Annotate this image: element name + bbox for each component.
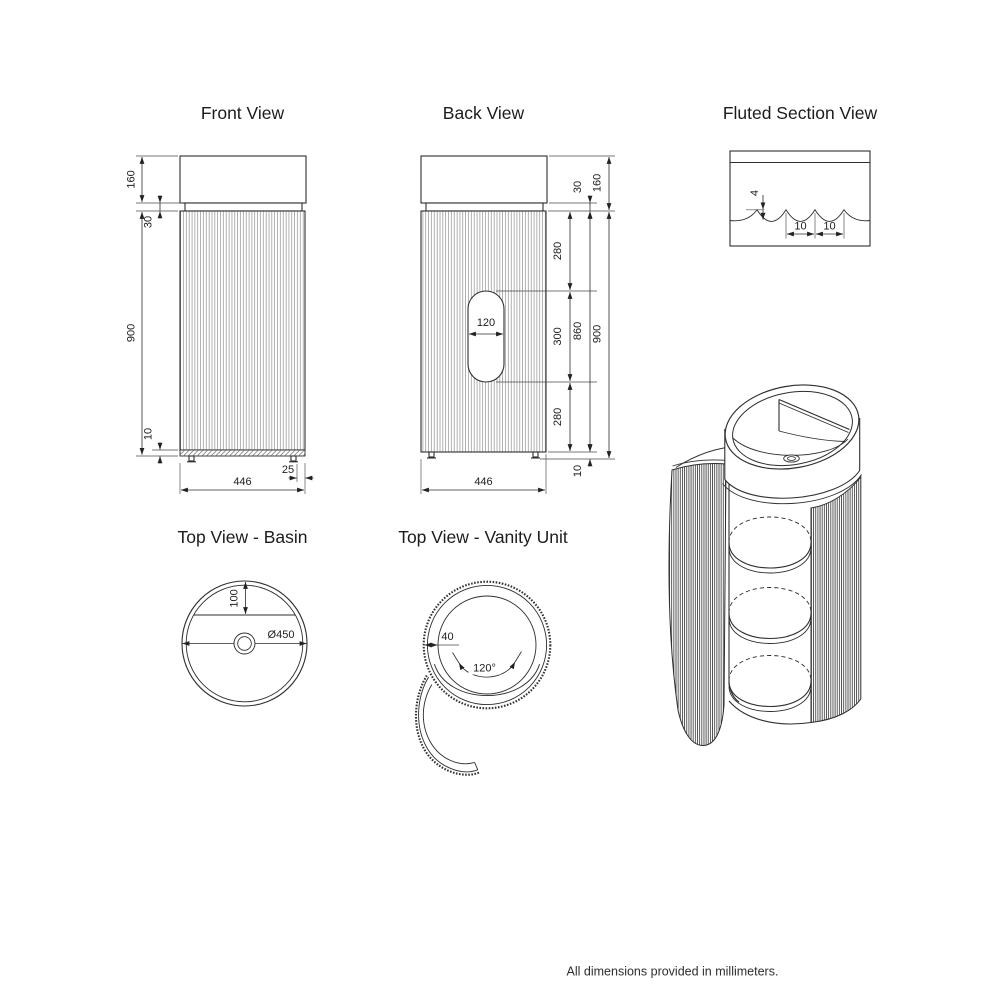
fluted-section-title: Fluted Section View	[723, 103, 878, 123]
isometric-view	[668, 384, 862, 747]
back-extension-lines	[420, 155, 615, 494]
iso-left-wall-edge	[728, 468, 740, 703]
front-lip	[184, 202, 303, 212]
vanity-dimensions: 40 120°	[424, 631, 522, 678]
front-view-outline	[179, 155, 307, 463]
front-extension-lines	[136, 155, 306, 494]
fluted-section-view: Fluted Section View 4 10 10	[723, 103, 878, 247]
dim-label-section-4: 4	[749, 190, 761, 196]
iso-basin-deck	[778, 398, 850, 442]
back-view: Back View	[420, 103, 615, 494]
front-view-dimensions: 160 30 900 10 446 25	[126, 155, 314, 494]
dim-label-back-300: 300	[552, 327, 564, 345]
top-view-vanity: Top View - Vanity Unit 40 120°	[398, 527, 568, 776]
vanity-open-door	[414, 674, 481, 776]
back-view-outline	[420, 155, 548, 459]
top-basin-title: Top View - Basin	[177, 527, 307, 547]
dim-label-back-860: 860	[572, 322, 584, 340]
dim-label-front-10: 10	[143, 428, 155, 440]
iso-basin-rim-outer	[724, 384, 860, 470]
section-flute-profile	[729, 208, 871, 222]
iso-basin-rim-inner	[732, 391, 853, 466]
dim-label-back-30: 30	[572, 181, 584, 193]
dim-label-front-30: 30	[143, 216, 155, 228]
back-view-title: Back View	[443, 103, 525, 123]
iso-fluted-shell	[810, 475, 862, 724]
vanity-fluted-ring	[422, 580, 552, 710]
dim-label-front-25: 25	[282, 464, 294, 476]
footer-note: All dimensions provided in millimeters.	[567, 965, 779, 979]
back-service-cutout	[467, 290, 505, 383]
back-feet	[427, 451, 540, 459]
dim-label-basin-diameter: Ø450	[268, 629, 295, 641]
dim-label-back-160: 160	[592, 174, 604, 192]
iso-shelf-3	[728, 655, 812, 712]
dim-label-back-120: 120	[477, 317, 495, 329]
front-view-title: Front View	[201, 103, 285, 123]
front-plinth-recess	[179, 449, 306, 457]
dim-label-front-446: 446	[233, 476, 251, 488]
section-dimensions: 4 10 10	[746, 190, 845, 239]
angle-label-mask	[468, 661, 501, 675]
dim-label-back-280-bottom: 280	[552, 408, 564, 426]
iso-basin-drain-inner	[787, 456, 796, 461]
dim-label-front-160: 160	[126, 170, 138, 188]
iso-bottom-edge	[728, 700, 812, 725]
back-basin	[420, 155, 548, 204]
dim-label-basin-100: 100	[229, 589, 241, 607]
dim-label-section-10b: 10	[823, 221, 835, 233]
top-view-basin: Top View - Basin 100 Ø450	[177, 527, 308, 707]
iso-basin-drain-outer	[783, 454, 800, 463]
iso-open-door	[668, 459, 727, 747]
top-vanity-title: Top View - Vanity Unit	[398, 527, 568, 547]
basin-drain-inner	[237, 636, 252, 651]
basin-outer-circle	[181, 580, 308, 707]
front-fluted-body	[179, 210, 306, 451]
vanity-door-rebate-arc	[433, 664, 541, 696]
dim-label-back-280-top: 280	[552, 242, 564, 260]
iso-basin-lip-2	[722, 474, 862, 505]
dim-label-vanity-120deg: 120°	[473, 663, 496, 675]
dim-label-back-10: 10	[572, 465, 584, 477]
dim-label-section-10a: 10	[794, 221, 806, 233]
iso-basin-lip-1	[724, 470, 861, 499]
dim-label-back-446: 446	[474, 476, 492, 488]
iso-basin	[722, 384, 862, 505]
dim-label-back-900: 900	[592, 325, 604, 343]
back-view-dimensions: 30 160 280 300 280 860 900 10 120 446	[420, 155, 615, 494]
dim-label-vanity-40: 40	[441, 631, 453, 643]
back-lip	[425, 202, 544, 212]
front-view: Front View	[126, 103, 314, 494]
front-basin	[179, 155, 307, 204]
iso-interior	[728, 468, 812, 725]
iso-shelf-2	[728, 587, 812, 644]
dim-label-front-900: 900	[126, 324, 138, 342]
front-feet	[187, 455, 298, 463]
iso-shelf-1	[728, 516, 812, 574]
section-panel	[729, 150, 871, 247]
